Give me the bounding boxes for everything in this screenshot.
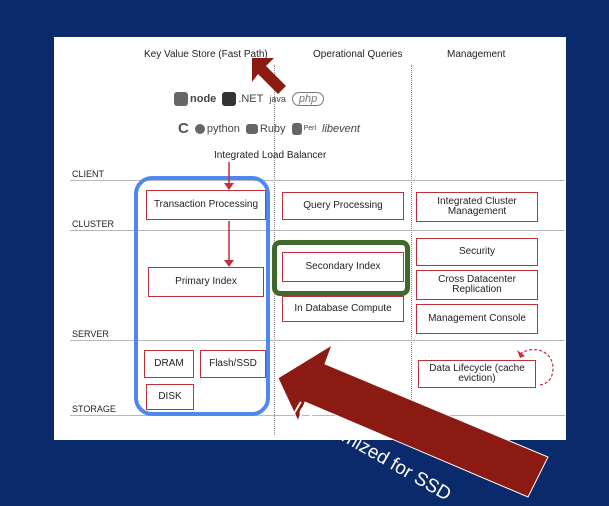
dotnet-logo: .NET bbox=[222, 92, 263, 106]
python-logo: python bbox=[194, 123, 240, 135]
libevent-logo: libevent bbox=[322, 122, 360, 135]
layer-label-client: CLIENT bbox=[72, 169, 105, 179]
integrated-load-balancer-label: Integrated Load Balancer bbox=[214, 150, 327, 161]
flash-ssd-box: Flash/SSD bbox=[200, 350, 266, 378]
layer-label-server: SERVER bbox=[72, 329, 109, 339]
load-balancer-arrowhead bbox=[224, 183, 234, 190]
server-layer-line bbox=[70, 340, 565, 341]
cross-datacenter-replication-box: Cross Datacenter Replication bbox=[416, 270, 538, 300]
client-logos-row-2: C python Ruby Perl libevent bbox=[178, 120, 360, 137]
column-header-kv: Key Value Store (Fast Path) bbox=[144, 49, 268, 60]
lifecycle-loop-arrowhead bbox=[517, 350, 525, 358]
client-logos-row-1: node .NET java php bbox=[174, 92, 325, 106]
disk-box: DISK bbox=[146, 384, 194, 410]
fast-path-pointer-arrow bbox=[252, 58, 286, 94]
secondary-index-box: Secondary Index bbox=[282, 252, 404, 282]
c-logo: C bbox=[178, 120, 189, 137]
ruby-logo: Ruby bbox=[245, 123, 286, 135]
lifecycle-loop-arrow bbox=[519, 349, 554, 386]
transaction-processing-box: Transaction Processing bbox=[146, 190, 266, 220]
node-logo: node bbox=[174, 92, 216, 106]
layer-label-storage: STORAGE bbox=[72, 404, 116, 414]
perl-icon bbox=[291, 122, 302, 135]
in-database-compute-box: In Database Compute bbox=[282, 296, 404, 322]
column-header-operational: Operational Queries bbox=[313, 49, 403, 60]
security-box: Security bbox=[416, 238, 538, 266]
node-icon bbox=[174, 92, 188, 106]
integrated-cluster-management-box: Integrated Cluster Management bbox=[416, 192, 538, 222]
kv-fast-path-highlight bbox=[134, 176, 270, 416]
client-layer-line bbox=[70, 180, 565, 181]
data-lifecycle-box: Data Lifecycle (cache eviction) bbox=[418, 360, 536, 388]
management-console-box: Management Console bbox=[416, 304, 538, 334]
java-logo: java bbox=[269, 94, 286, 104]
query-processing-box: Query Processing bbox=[282, 192, 404, 220]
dram-box: DRAM bbox=[144, 350, 194, 378]
primary-index-arrowhead bbox=[224, 260, 234, 267]
ruby-icon bbox=[245, 123, 258, 134]
column-header-management: Management bbox=[447, 49, 506, 60]
primary-index-box: Primary Index bbox=[148, 267, 264, 297]
storage-layer-line bbox=[70, 415, 565, 416]
layer-label-cluster: CLUSTER bbox=[72, 219, 115, 229]
cluster-layer-line bbox=[70, 230, 565, 231]
secondary-index-highlight bbox=[272, 240, 410, 296]
io-optimized-callout-arrow bbox=[277, 343, 549, 498]
python-icon bbox=[194, 123, 205, 134]
column-divider-right bbox=[411, 65, 412, 435]
dotnet-icon bbox=[222, 92, 237, 106]
php-logo: php bbox=[291, 92, 325, 106]
perl-logo: Perl bbox=[291, 122, 316, 135]
